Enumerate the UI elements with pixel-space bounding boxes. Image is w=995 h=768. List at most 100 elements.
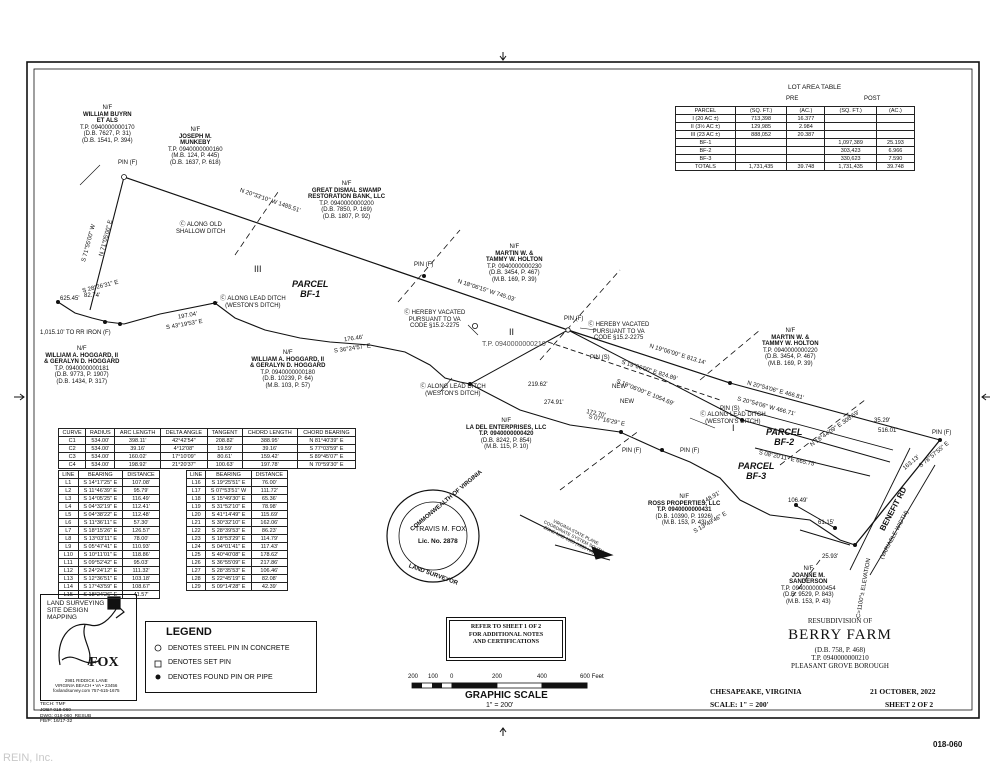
line-table-cell: S 14°17'25" E [77,478,124,487]
title-scale: SCALE: 1" = 200' [710,700,769,709]
curve-table-cell: 100.63' [206,460,243,469]
lot-table-cell: BF-3 [675,154,736,163]
line-table-cell: S 14°05'25" E [77,494,124,503]
graphic-scale-title: GRAPHIC SCALE [465,690,548,701]
pin-label-8: PIN (F) [932,430,952,436]
owner-line: MARTIN W. & [495,250,534,257]
owner-line: (D.B. 3454, P. 467) [764,354,816,361]
title-city: CHESAPEAKE, VIRGINIA [710,687,802,696]
line-table-cell: L19 [185,502,207,511]
curve-table-cell: 21°20'37" [159,460,208,469]
scale-tick-100: 100 [428,674,439,680]
line-table-cell: 106.46' [250,566,289,575]
title-block: RESUBDIVISION OF BERRY FARM (D.B. 758, P… [720,617,960,670]
lot-table-cell [875,130,916,139]
line-table-cell: 178.62' [250,550,289,559]
lot-table-header-cell: (SQ. FT.) [734,106,788,115]
curve-table-cell: C2 [57,444,87,453]
line-table-cell: S 09°14'28" E [205,582,252,591]
owner-line: (D.B. 1637, P. 618) [170,159,221,166]
owner-line: T.P. 0940000000230 [486,263,542,270]
lot-table-cell [734,154,788,163]
lot-table-cell: II (3½ AC ±) [675,122,736,131]
lot-table-cell [824,122,877,131]
legend-item-3: DENOTES FOUND PIN OR PIPE [168,674,273,681]
lot-table-cell: I (20 AC ±) [675,114,736,123]
curve-table-cell: 534.00' [85,444,116,453]
line-table-cell: L28 [185,574,207,583]
owner-line: N/F [102,105,113,111]
owner-line: T.P. 0940000000181 [54,365,110,372]
owner-line: N/F [341,181,352,187]
owner-line: (D.B. 7627, P. 31) [83,131,131,138]
line-table-cell: L9 [58,542,79,551]
note-line: (WESTON'S DITCH) [705,418,761,425]
owner-line: T.P. 0940000000431 [656,507,712,514]
owner-line: GREAT DISMAL SWAMP [311,187,382,194]
line-table-cell: L26 [185,558,207,567]
curve-table-header-cell: CHORD LENGTH [241,428,298,437]
owner-line: T.P. 0940000000454 [781,585,836,592]
line-table-cell: 112.41' [122,502,160,511]
curve-table-cell: 39.16' [114,444,161,453]
owner-line: (M.B. 103, P. 57) [265,382,311,389]
line-table-cell: L10 [58,550,79,559]
owner-line: (D.B. 1434, P. 317) [56,378,108,385]
owner-line: WILLIAM BUYRN [82,111,132,118]
line-table-cell: L2 [58,486,79,495]
lot-table-cell: 1,731,435 [824,162,877,171]
owner-line: (D.B. 1541, P. 394) [82,137,133,144]
note-lead-ditch-1: Ⓒ ALONG LEAD DITCH(WESTON'S DITCH) [220,296,286,309]
note-line: Ⓒ HEREBY VACATED [588,322,650,328]
line-table-cell: 95.03' [122,558,160,567]
line-table-cell: L27 [185,566,207,575]
note-line: Ⓒ ALONG LEAD DITCH [700,412,766,418]
line-table-cell: L21 [185,518,207,527]
inner-border [33,68,973,711]
note-line: Ⓒ ALONG LEAD DITCH [220,296,286,302]
owner-line: N/F [76,346,87,352]
curve-table-header-cell: CHORD BEARING [296,428,357,437]
lot-table-pre: PRE [786,96,799,102]
line-table-cell: S 05°47'41" E [77,542,124,551]
bearing-27: 274.91' [544,400,564,406]
owner-line: MUNKEBY [180,140,211,147]
lot-area-table: PARCEL(SQ. FT.)(AC.)(SQ. FT.)(AC.)I (20 … [675,106,916,171]
owner-line: MARTIN W. & [771,334,810,341]
owner-line: N/F [501,418,511,424]
line-table-cell: 78.98' [250,502,289,511]
owner-line: N/F [190,127,201,133]
parcel-i-numeral: I [732,423,735,433]
line-table-header-cell: DISTANCE [122,470,160,479]
line-table-cell: S 28°35'53" E [205,566,252,575]
pin-label-5: PIN (S) [720,406,740,412]
owner-line: TAMMY W. HOLTON [762,341,819,348]
line-table-cell: L29 [185,582,207,591]
bearing-30: 1,015.10' TO RR IRON (F) [40,330,111,336]
line-table-cell: L23 [185,534,207,543]
line-table-header-cell: BEARING [205,470,252,479]
